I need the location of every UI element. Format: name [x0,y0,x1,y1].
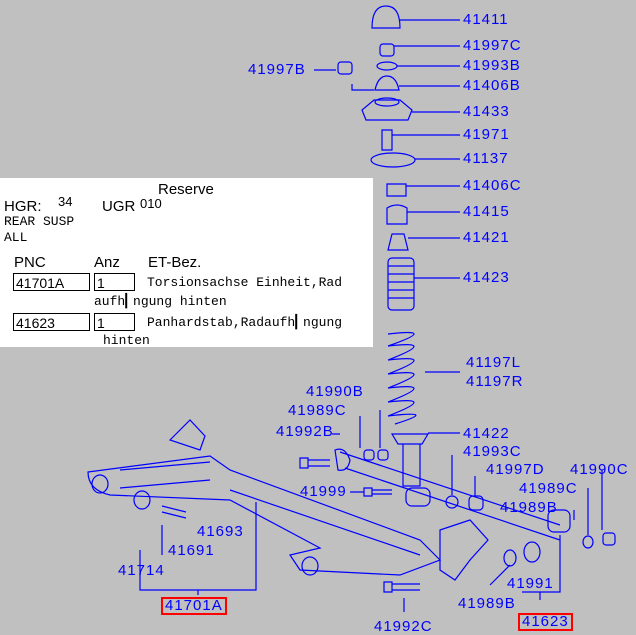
row2-qty[interactable]: 1 [94,313,135,331]
part-41421-seat[interactable] [387,233,409,251]
callout-41701A-highlighted[interactable]: 41701A [161,597,227,615]
part-info-panel: Reserve HGR: 34 UGR 010 REAR SUSP ALL PN… [0,178,373,348]
row1-desc: Torsionsachse Einheit,Rad [147,275,343,290]
callout-41623-highlighted[interactable]: 41623 [518,613,573,631]
part-41423-boot[interactable] [387,257,415,311]
group-name: REAR SUSP [4,214,75,229]
header-pnc: PNC [14,254,46,271]
row1-desc-cont: aufh▎ngung hinten [94,294,227,309]
header-desc: ET-Bez. [148,254,202,271]
callout-41989C[interactable]: 41989C [288,402,347,419]
part-41197-coil-spring[interactable] [387,331,417,425]
part-41999-bolt[interactable] [363,487,392,497]
part-41997B-nut[interactable] [337,61,353,75]
callout-41406C[interactable]: 41406C [463,177,522,194]
part-41992B-bolt[interactable] [299,457,330,469]
callout-41993B[interactable]: 41993B [463,57,521,74]
callout-41993C[interactable]: 41993C [463,443,522,460]
callout-41137[interactable]: 41137 [463,150,509,167]
callout-41415[interactable]: 41415 [463,203,510,220]
hgr-value: 34 [58,194,73,209]
callout-41989B-lower[interactable]: 41989B [458,595,516,612]
ugr-value: 010 [140,196,162,211]
callout-41992C[interactable]: 41992C [374,618,433,635]
callout-41992B[interactable]: 41992B [276,423,334,440]
callout-41693[interactable]: 41693 [197,523,244,540]
callout-41997D[interactable]: 41997D [486,461,545,478]
callout-41990C[interactable]: 41990C [570,461,629,478]
callout-41997C[interactable]: 41997C [463,37,522,54]
header-qty: Anz [94,254,120,271]
variant: ALL [4,230,28,245]
reserve-label: Reserve [158,181,214,198]
part-41406C-bushing[interactable] [386,183,407,197]
part-41971-spacer[interactable] [381,129,393,151]
part-41406B-bushing[interactable] [374,75,400,91]
row2-desc: Panhardstab,Radaufh▎ngung [147,315,343,330]
row1-pnc[interactable]: 41701A [13,273,90,291]
callout-41197L[interactable]: 41197L [466,354,521,371]
part-41623-panhard-rod[interactable] [334,448,561,541]
callout-41422[interactable]: 41422 [463,425,510,442]
part-41693-bolt[interactable] [161,505,187,519]
callout-41991[interactable]: 41991 [507,575,554,592]
part-41992C-bolt[interactable] [383,581,420,593]
callout-41989C-right[interactable]: 41989C [519,480,578,497]
row2-desc-cont: hinten [103,333,150,348]
hgr-label: HGR: [4,198,42,215]
callout-41406B[interactable]: 41406B [463,77,521,94]
callout-41691[interactable]: 41691 [168,542,215,559]
callout-41990B[interactable]: 41990B [306,383,364,400]
callout-41989B-upper[interactable]: 41989B [500,499,558,516]
callout-41421[interactable]: 41421 [463,229,510,246]
callout-41971[interactable]: 41971 [463,126,510,143]
part-41411-dust-cap[interactable] [371,5,401,29]
row1-qty[interactable]: 1 [94,273,135,291]
callout-41433[interactable]: 41433 [463,103,510,120]
part-41433-mount[interactable] [361,99,413,121]
ugr-label: UGR [102,198,136,215]
part-41997C-nut[interactable] [379,43,395,57]
part-41993B-washer[interactable] [376,61,398,71]
row2-pnc[interactable]: 41623 [13,313,90,331]
part-41415-bumper[interactable] [386,204,408,225]
part-41422-shock-absorber[interactable] [390,433,430,487]
callout-41999[interactable]: 41999 [300,483,347,500]
callout-41411[interactable]: 41411 [463,11,509,28]
callout-41197R[interactable]: 41197R [466,373,524,390]
callout-41714[interactable]: 41714 [118,562,165,579]
part-41137-bearing[interactable] [370,152,416,168]
callout-41423[interactable]: 41423 [463,269,510,286]
callout-41997B[interactable]: 41997B [248,61,306,78]
part-41701A-torsion-axle[interactable] [87,455,442,576]
